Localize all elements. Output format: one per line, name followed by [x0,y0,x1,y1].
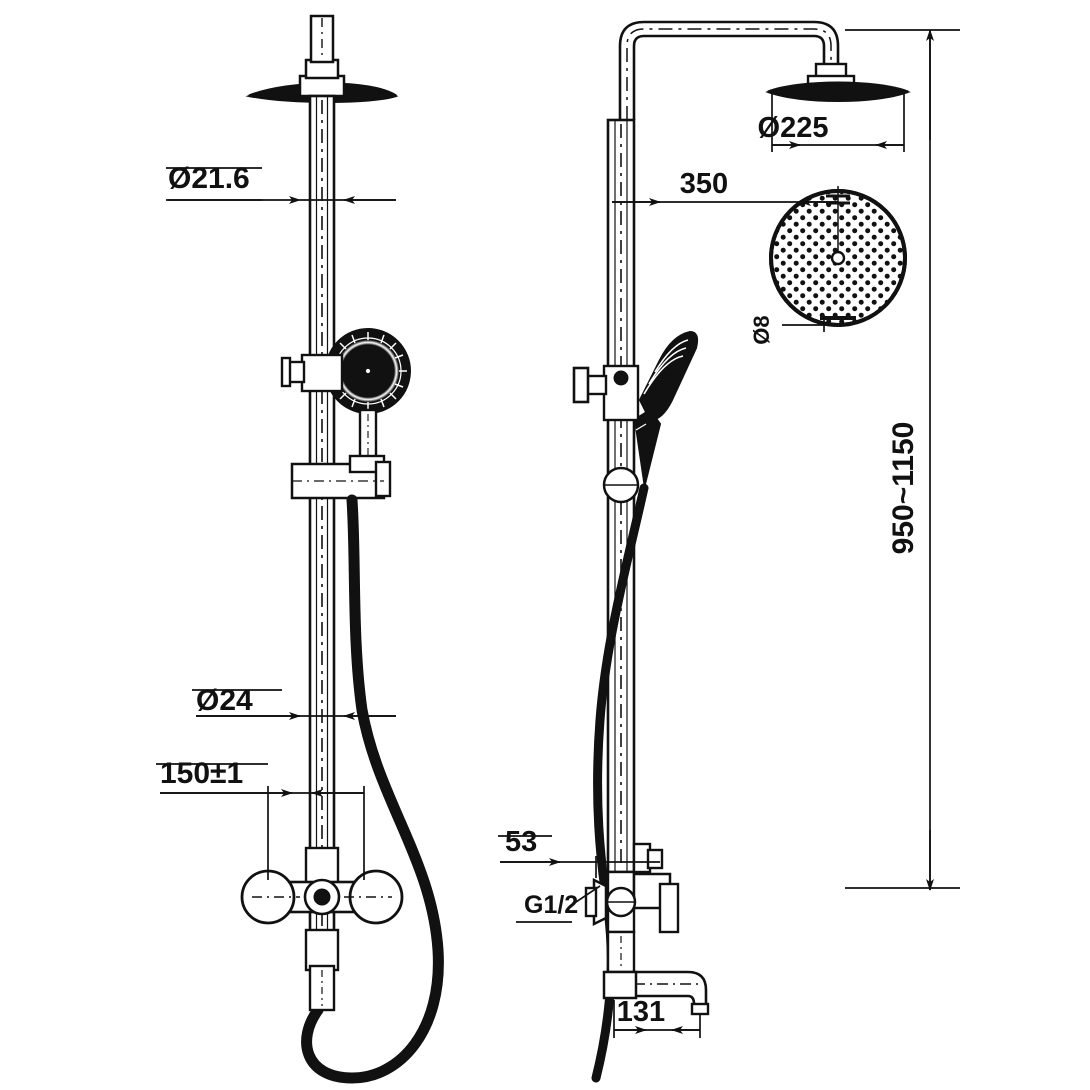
dim-wall-to-centre: 53 [505,826,537,858]
shower-hose-front [301,494,444,1084]
side-dimension-lines [498,29,960,1038]
dim-shower-arm-projection: 350 [680,168,728,200]
dim-inlet-centre-distance: 150±1 [160,757,243,790]
dim-shower-head-thickness: Ø8 [749,315,774,344]
dim-overall-height-range: 950~1150 [887,422,920,555]
hand-shower-side [633,330,699,489]
side-view [498,20,960,1083]
overhead-shower-front [245,14,399,103]
overhead-shower-side [765,62,911,102]
slider-bracket-front [280,353,344,393]
hose-holder-front [290,454,392,500]
dim-slide-bar-diameter: Ø24 [196,684,253,717]
dimension-labels: Ø21.6 Ø24 150±1 Ø225 350 Ø8 950~1150 53 … [160,112,920,1028]
slider-bracket-side [572,364,640,422]
hand-shower-front [325,328,411,474]
mixer-valve-front [240,846,404,1012]
mixer-valve-side [584,842,710,1016]
dim-spout-projection: 131 [617,996,665,1028]
dim-overhead-shower-diameter: Ø225 [758,112,829,144]
riser-bar-front [308,94,336,968]
overhead-shower-face [769,186,907,327]
hose-holder-side [602,466,640,504]
front-dimension-lines [156,167,396,880]
shower-arm-side [618,20,840,120]
dim-inlet-thread: G1/2 [524,891,578,919]
front-view [156,14,444,1084]
dim-riser-tube-diameter: Ø21.6 [168,162,250,195]
